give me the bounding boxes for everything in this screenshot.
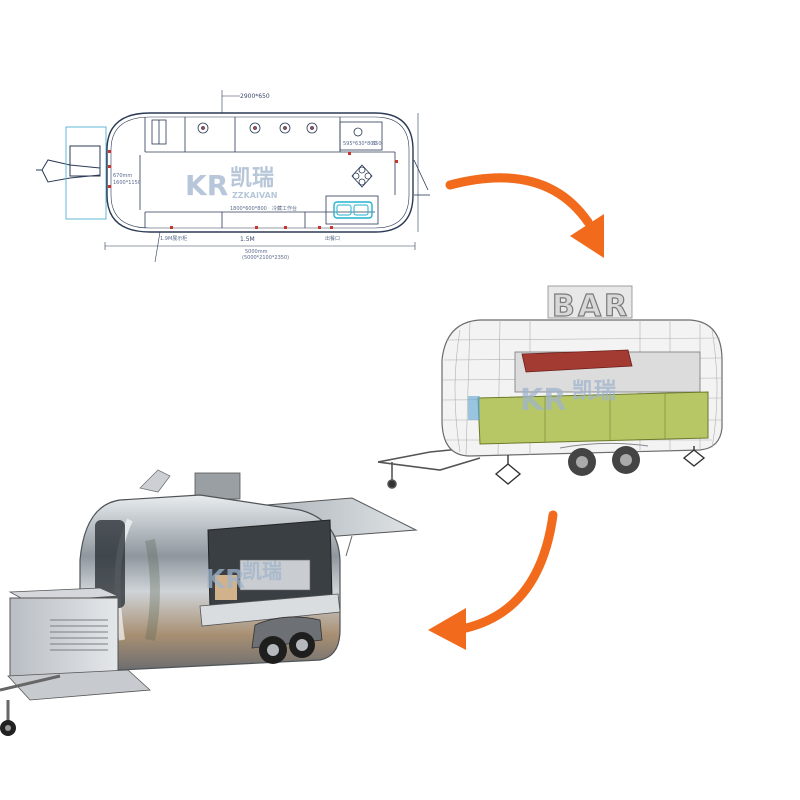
- dim-total-sub: (5000*2100*2350): [242, 255, 289, 261]
- label-center: 1.5M: [240, 236, 255, 243]
- bar-sign-letter-a: A: [578, 289, 602, 324]
- photo-counter: [199, 593, 341, 627]
- render-wheels: [559, 442, 649, 476]
- dim-sink-right: 650: [372, 141, 382, 147]
- bar-sign-letter-b: B: [552, 289, 575, 324]
- floor-plan-hitch: [36, 145, 101, 183]
- label-fridge: 1.9M展示柜: [160, 235, 187, 242]
- bar-sign: B A R: [547, 285, 633, 325]
- floor-plan-fixtures: [151, 119, 373, 188]
- photo-door: [95, 520, 125, 608]
- dim-counter: 1800*600*800: [230, 206, 267, 212]
- label-door: 出餐口: [325, 235, 340, 242]
- floor-plan-dimension-lines: [104, 90, 419, 263]
- floor-plan-drawing: 2900*650 595*630*800 650 1800*600*800 冷藏…: [36, 90, 430, 263]
- photo-tongue: [0, 674, 61, 722]
- bar-sign-letter-r: R: [604, 289, 627, 324]
- dim-counter-note: 冷藏工作台: [272, 205, 297, 212]
- render-counter: [477, 391, 709, 445]
- dim-left-a: 670mm: [113, 173, 132, 179]
- render-blue-box: [468, 396, 480, 420]
- floor-plan-left-box: [65, 126, 107, 220]
- render-jacks: [494, 446, 706, 485]
- dim-sink: 595*630*800: [343, 141, 377, 147]
- render-hood: [521, 349, 633, 373]
- photo-platform: [7, 669, 151, 701]
- photo-front-box: [8, 587, 119, 677]
- floor-plan-markers: [108, 150, 398, 229]
- dim-total: 5000mm: [245, 249, 268, 255]
- photo-wheels: [251, 616, 323, 664]
- floor-plan-sink: [333, 201, 373, 219]
- dim-top: 2900*650: [240, 93, 270, 100]
- dim-left-b: 1600*1150: [113, 180, 141, 186]
- floor-plan-outline: [106, 112, 414, 233]
